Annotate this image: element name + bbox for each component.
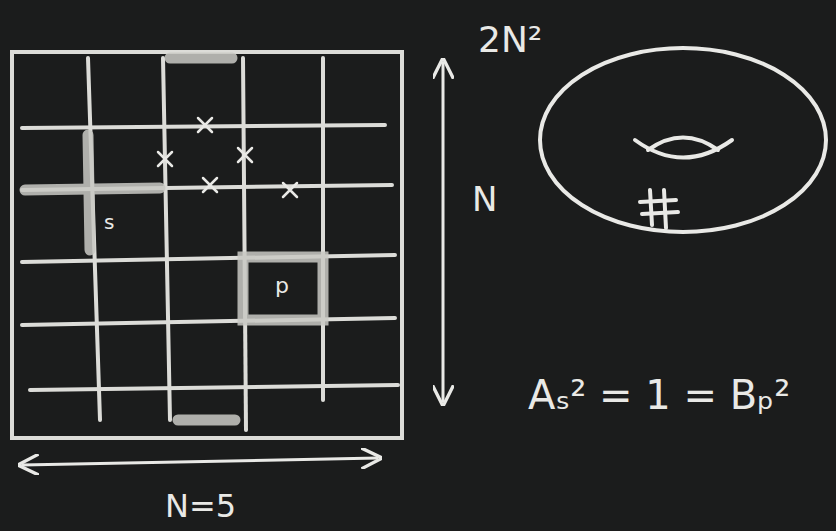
equation-label: Aₛ² = 1 = Bₚ² xyxy=(528,375,790,415)
torus-figure xyxy=(540,48,826,232)
dimension-arrows xyxy=(22,62,443,465)
dimension-label: 2N² xyxy=(478,22,542,58)
plaquette-label: p xyxy=(275,275,289,297)
highlighted-operators xyxy=(25,58,323,420)
cross-marks xyxy=(158,118,297,197)
vertex-label: s xyxy=(104,212,114,232)
lattice-grid xyxy=(12,52,402,438)
dimension-label: N xyxy=(472,182,497,216)
dimension-label: N=5 xyxy=(165,490,236,522)
